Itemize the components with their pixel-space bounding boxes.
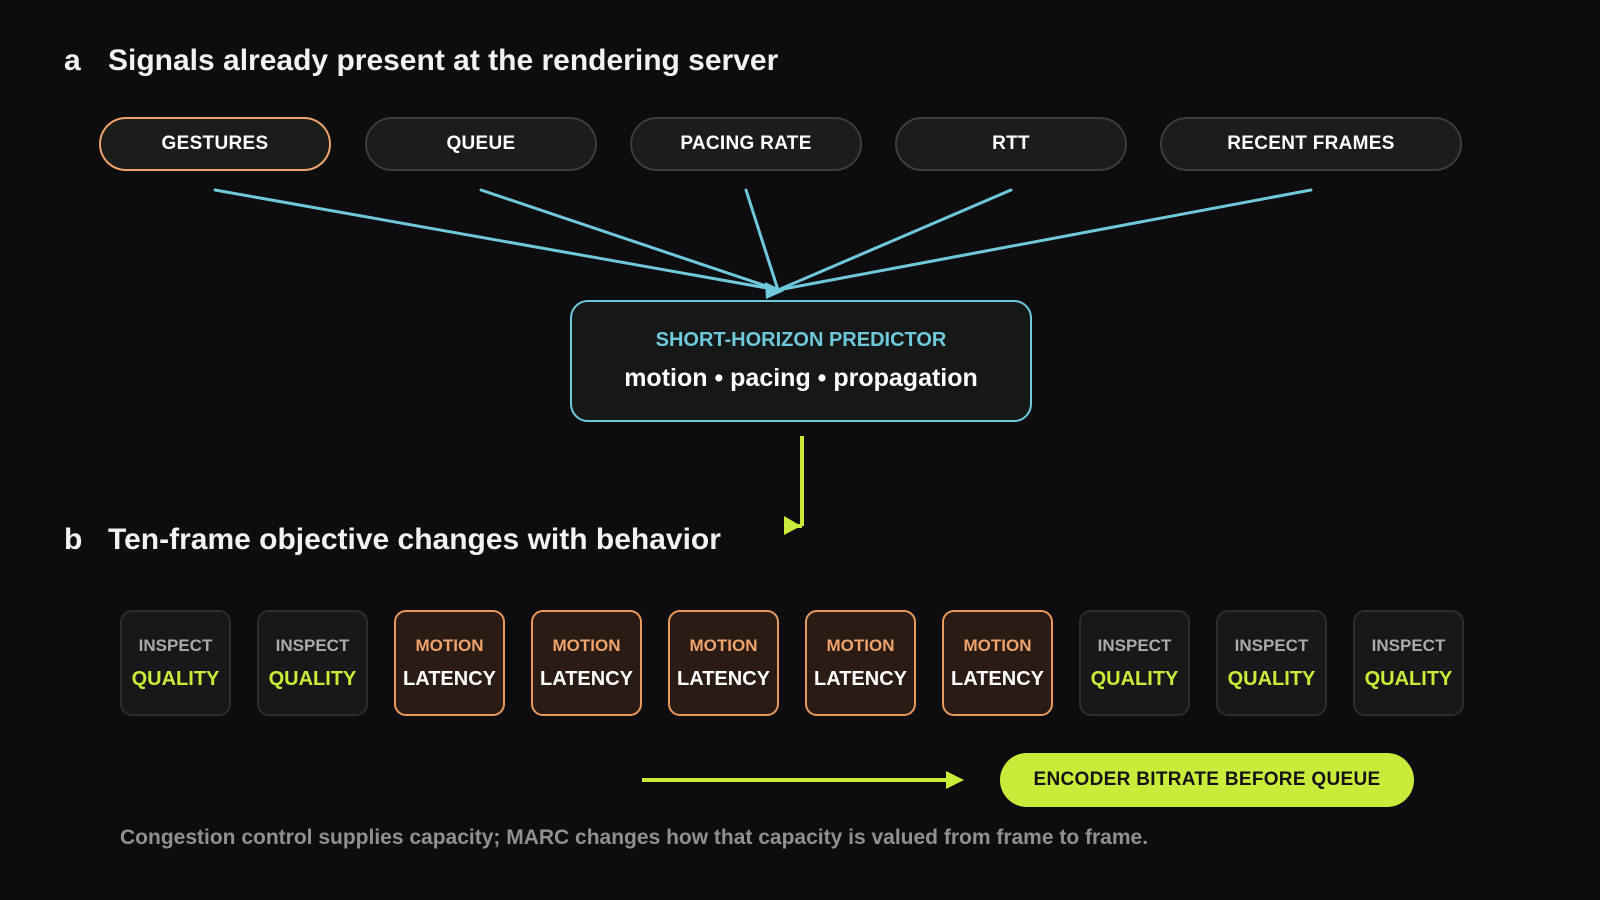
signal-pacing-rate: PACING RATE [630, 117, 862, 171]
frame-2: INSPECT QUALITY [257, 610, 368, 716]
section-b-title: b Ten-frame objective changes with behav… [64, 523, 721, 557]
frame-7: MOTION LATENCY [942, 610, 1053, 716]
frame-9: INSPECT QUALITY [1216, 610, 1327, 716]
frame-8: INSPECT QUALITY [1079, 610, 1190, 716]
arrow-queue [479, 188, 780, 292]
section-a-letter: a [64, 44, 81, 77]
frame-mode: INSPECT [138, 635, 213, 655]
frame-3: MOTION LATENCY [394, 610, 505, 716]
frame-objective: LATENCY [814, 667, 907, 690]
caption: Congestion control supplies capacity; MA… [120, 826, 1149, 849]
frame-objective: QUALITY [268, 667, 357, 690]
predictor-arrowhead [765, 282, 784, 299]
signal-rtt: RTT [895, 117, 1127, 171]
frame-objective: QUALITY [131, 667, 220, 690]
frame-objective: LATENCY [951, 667, 1044, 690]
frame-objective: QUALITY [1090, 667, 1179, 690]
frame-mode: INSPECT [275, 635, 350, 655]
arrow-rtt [776, 188, 1013, 292]
section-a-heading: Signals already present at the rendering… [108, 44, 779, 77]
signal-queue: QUEUE [365, 117, 597, 171]
frame-mode: INSPECT [1371, 635, 1446, 655]
predictor-to-frames-arrowhead [784, 516, 801, 535]
signal-recent-frames: RECENT FRAMES [1160, 117, 1462, 171]
frame-objective: QUALITY [1364, 667, 1453, 690]
encoder-arrowhead [946, 771, 964, 789]
frame-6: MOTION LATENCY [805, 610, 916, 716]
arrow-recent-frames [776, 188, 1313, 292]
predictor-title: SHORT-HORIZON PREDICTOR [655, 329, 947, 351]
section-b-heading: Ten-frame objective changes with behavio… [108, 523, 721, 556]
signal-gestures: GESTURES [99, 117, 331, 171]
frame-mode: MOTION [826, 635, 895, 655]
frame-mode: INSPECT [1234, 635, 1309, 655]
frame-objective: QUALITY [1227, 667, 1316, 690]
frame-mode: MOTION [689, 635, 758, 655]
frame-10: INSPECT QUALITY [1353, 610, 1464, 716]
frame-5: MOTION LATENCY [668, 610, 779, 716]
section-a-title: a Signals already present at the renderi… [64, 44, 778, 78]
frame-mode: MOTION [415, 635, 484, 655]
frame-1: INSPECT QUALITY [120, 610, 231, 716]
section-b-letter: b [64, 523, 83, 556]
frame-4: MOTION LATENCY [531, 610, 642, 716]
frame-mode: INSPECT [1097, 635, 1172, 655]
frame-objective: LATENCY [403, 667, 496, 690]
arrow-gestures [213, 188, 780, 292]
frame-mode: MOTION [552, 635, 621, 655]
arrow-pacing-rate [744, 188, 780, 292]
frame-mode: MOTION [963, 635, 1032, 655]
predictor-subtitle: motion • pacing • propagation [624, 364, 978, 392]
frame-objective: LATENCY [540, 667, 633, 690]
encoder-bitrate-badge: ENCODER BITRATE BEFORE QUEUE [1000, 753, 1414, 807]
short-horizon-predictor: SHORT-HORIZON PREDICTOR motion • pacing … [570, 300, 1032, 422]
frame-objective: LATENCY [677, 667, 770, 690]
